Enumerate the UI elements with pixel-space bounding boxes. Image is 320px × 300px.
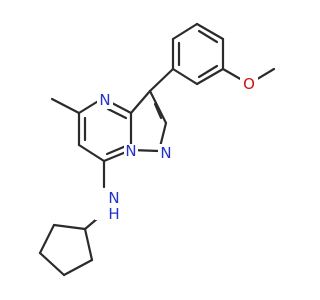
bond-phenyl-2-inner <box>197 29 219 44</box>
atom-label-n4: N <box>99 91 110 109</box>
atom-labels: N N N N H O <box>95 75 258 223</box>
bond-cp-2 <box>62 258 94 277</box>
bond-phenyl-4 <box>195 67 225 86</box>
atom-n4: N <box>97 91 113 109</box>
atom-n1: N <box>158 144 174 162</box>
bond-phenyl-1 <box>171 22 199 41</box>
atom-label-methoxy-o: O <box>243 75 255 93</box>
bond-cp-4 <box>38 223 56 255</box>
bond-phenyl-4-inner <box>197 64 219 79</box>
bond-c3-c3a <box>129 89 152 115</box>
bond-c3-c2-inner <box>153 102 163 120</box>
bond-phenyl-2 <box>195 22 225 41</box>
bond-layer <box>38 22 276 277</box>
bond-cp-1 <box>83 227 94 262</box>
molecule-structure: N N N N H O <box>38 22 276 277</box>
bond-cp-5 <box>52 223 87 231</box>
atom-label-amine-n: N <box>108 189 119 207</box>
bond-cp-3 <box>38 251 66 277</box>
atom-amine: N H <box>95 189 123 223</box>
bond-c5-methyl <box>50 97 81 115</box>
atom-label-n-bridge: N <box>125 142 136 160</box>
atom-n-bridge: N <box>124 142 138 160</box>
bond-c3-c2 <box>148 89 168 125</box>
bond-c3a-n4 <box>108 100 133 115</box>
atom-label-amine-h: H <box>108 205 119 223</box>
atom-label-n1: N <box>160 144 171 162</box>
bond-c7-n7a-inner <box>105 144 128 156</box>
bond-biaryl <box>148 67 175 93</box>
bond-phenyl-5 <box>171 67 199 86</box>
bond-c3a-n4-inner <box>106 107 128 120</box>
atom-methoxy-o: O <box>240 75 258 93</box>
bond-c6-c7 <box>77 143 106 163</box>
bond-n4-c5 <box>77 98 102 115</box>
